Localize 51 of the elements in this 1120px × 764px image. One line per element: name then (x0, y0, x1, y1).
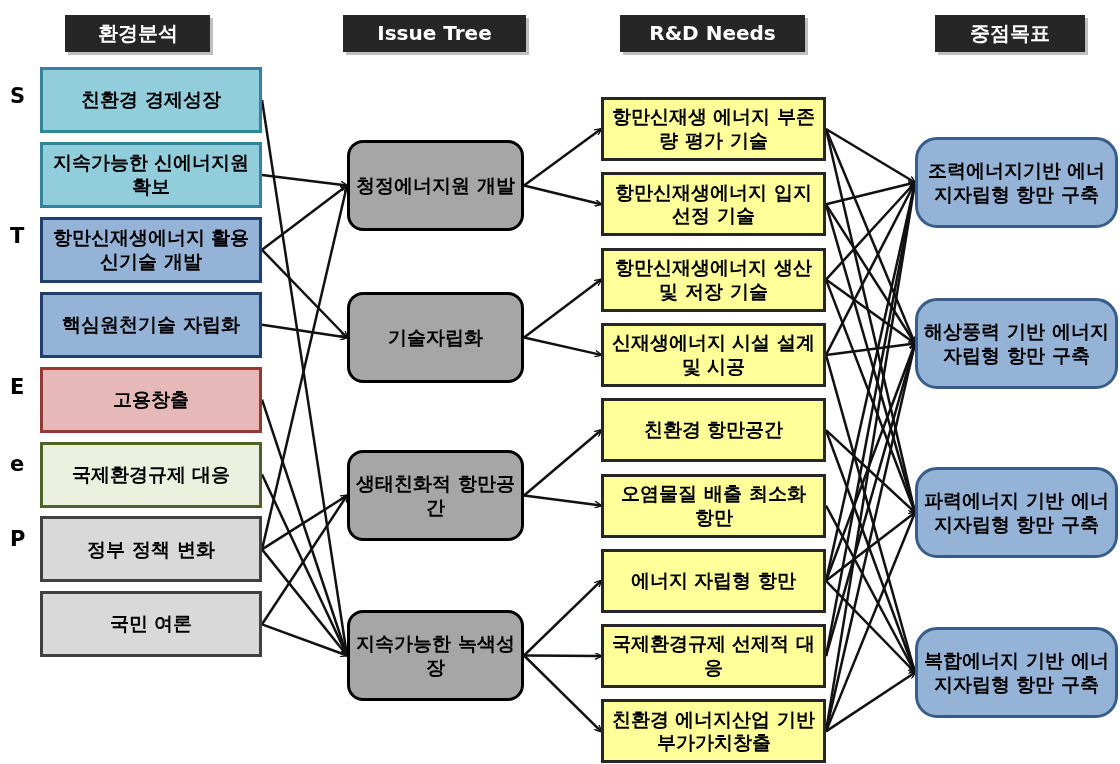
goal-box: 해상풍력 기반 에너지자립형 항만 구축 (915, 298, 1118, 389)
category-letter: e (10, 452, 25, 476)
need-box: 항만신재생에너지 입지선정 기술 (601, 172, 826, 237)
factor-box: 친환경 경제성장 (40, 67, 262, 133)
goal-box: 조력에너지기반 에너지자립형 항만 구축 (915, 137, 1118, 228)
issue-box: 청정에너지원 개발 (347, 140, 524, 231)
arrow (523, 278, 603, 339)
header-label: Issue Tree (343, 15, 526, 52)
arrow (825, 671, 917, 733)
factor-box: 지속가능한 신에너지원 확보 (40, 141, 262, 208)
header-label: 환경분석 (65, 15, 210, 52)
factor-box: 고용창출 (40, 366, 262, 433)
arrow (523, 429, 603, 497)
need-box: 친환경 항만공간 (601, 398, 826, 463)
need-box: 오염물질 배출 최소화 항만 (601, 473, 826, 538)
arrow (523, 127, 603, 187)
arrow (261, 248, 349, 339)
category-letter: S (10, 84, 26, 108)
issue-box: 지속가능한 녹색성장 (347, 610, 524, 701)
arrow (523, 654, 603, 733)
need-box: 에너지 자립형 항만 (601, 548, 826, 613)
arrow (523, 336, 603, 358)
goal-box: 파력에너지 기반 에너지자립형 항만 구축 (915, 467, 1118, 558)
factor-box: 핵심원천기술 자립화 (40, 291, 262, 358)
issue-box: 생태친화적 항만공간 (347, 450, 524, 541)
header-label: R&D Needs (620, 15, 805, 52)
arrow (523, 184, 603, 207)
factor-box: 정부 정책 변화 (40, 516, 262, 583)
arrow (524, 651, 603, 661)
arrow (523, 494, 603, 509)
arrow (261, 623, 349, 658)
arrow (261, 323, 349, 341)
header-label: 중점목표 (935, 15, 1085, 52)
arrow (260, 494, 349, 625)
category-letter: T (10, 224, 25, 248)
issue-box: 기술자립화 (347, 292, 524, 383)
category-letter: P (10, 527, 26, 551)
factor-box: 항만신재생에너지 활용 신기술 개발 (40, 216, 262, 283)
need-box: 국제환경규제 선제적 대응 (601, 624, 826, 689)
need-box: 항만신재생 에너지 부존량 평가 기술 (601, 97, 826, 161)
need-box: 친환경 에너지산업 기반 부가가치창출 (601, 699, 826, 764)
arrow (261, 173, 349, 189)
need-box: 항만신재생에너지 생산 및 저장 기술 (601, 247, 826, 312)
factor-box: 국민 여론 (40, 591, 262, 658)
factor-box: 국제환경규제 대응 (40, 441, 262, 508)
arrow (261, 184, 349, 251)
need-box: 신재생에너지 시설 설계 및 시공 (601, 322, 826, 387)
arrow (825, 127, 917, 184)
category-letter: E (10, 375, 25, 399)
arrow (523, 579, 603, 657)
goal-box: 복합에너지 기반 에너지자립형 항만 구축 (915, 627, 1118, 718)
